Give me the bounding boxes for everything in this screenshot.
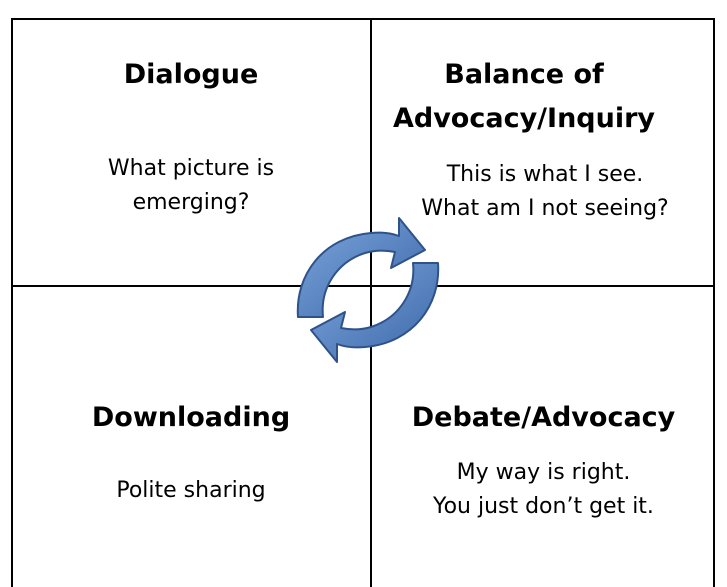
horizontal-divider bbox=[11, 285, 715, 287]
balance-line-1: This is what I see. bbox=[446, 162, 644, 187]
downloading-line-1: Polite sharing bbox=[116, 478, 266, 503]
debate-line-2: You just don’t get it. bbox=[433, 494, 654, 519]
dialogue-title: Dialogue bbox=[123, 59, 259, 90]
downloading-title: Downloading bbox=[91, 402, 291, 433]
balance-line-2: What am I not seeing? bbox=[421, 196, 669, 221]
dialogue-line-1: What picture is bbox=[107, 156, 275, 181]
cycle-arrows-icon bbox=[296, 217, 440, 363]
dialogue-line-2: emerging? bbox=[132, 190, 250, 215]
debate-title: Debate/Advocacy bbox=[411, 402, 676, 433]
cycle-arrow-bottom bbox=[310, 262, 440, 363]
cycle-arrow-top bbox=[296, 217, 426, 318]
balance-title-line-1: Balance of bbox=[444, 59, 604, 90]
quadrant-frame bbox=[11, 18, 715, 587]
debate-line-1: My way is right. bbox=[456, 460, 631, 485]
vertical-divider bbox=[370, 18, 372, 587]
balance-title-line-2: Advocacy/Inquiry bbox=[392, 103, 656, 134]
